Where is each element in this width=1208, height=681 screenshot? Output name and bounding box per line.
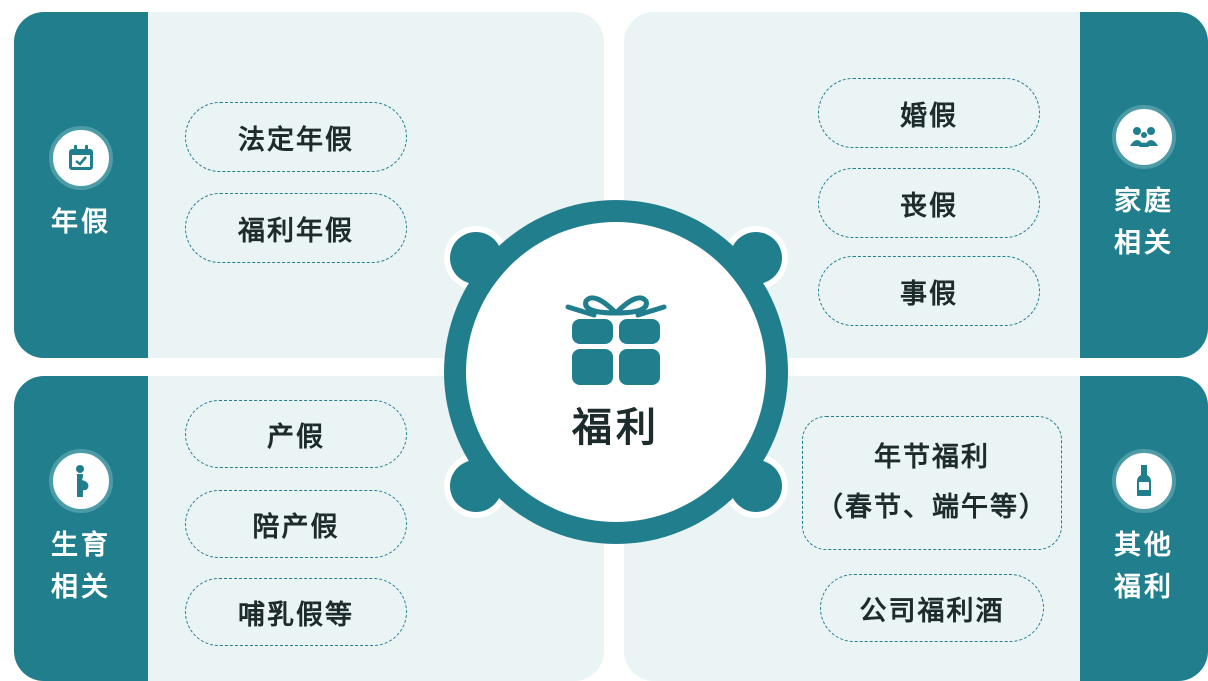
annual-leave-label: 年假 [51, 207, 111, 238]
annual-leave-panel: 年假 法定年假 福利年假 [14, 12, 604, 358]
center-title: 福利 [572, 404, 660, 451]
bottle-icon [1112, 448, 1176, 513]
other-welfare-label-line2: 福利 [1114, 571, 1174, 603]
family-label-line2: 相关 [1114, 228, 1174, 259]
company-liquor-item: 公司福利酒 [820, 574, 1044, 642]
festival-welfare-title: 年节福利 [874, 442, 990, 473]
family-label-line1: 家庭 [1114, 186, 1174, 217]
maternity-label-line2: 相关 [51, 571, 111, 603]
festival-welfare-item: 年节福利 （春节、端午等） [802, 416, 1062, 550]
marriage-leave-item: 婚假 [818, 78, 1040, 148]
family-sidebar: 家庭 相关 [1080, 12, 1208, 358]
welfare-annual-leave-item: 福利年假 [185, 193, 407, 263]
paternity-leave-item: 陪产假 [185, 490, 407, 558]
center-circle: 福利 [466, 222, 766, 522]
family-icon [1112, 105, 1176, 169]
calendar-check-icon [49, 126, 113, 190]
annual-leave-sidebar: 年假 [14, 12, 148, 358]
nursing-leave-item: 哺乳假等 [185, 578, 407, 646]
other-welfare-panel: 其他 福利 年节福利 （春节、端午等） 公司福利酒 [624, 376, 1208, 681]
personal-leave-item: 事假 [818, 256, 1040, 326]
festival-welfare-detail: （春节、端午等） [816, 492, 1048, 523]
pregnant-woman-icon [49, 448, 113, 513]
other-welfare-sidebar: 其他 福利 [1080, 376, 1208, 681]
maternity-label-line1: 生育 [51, 529, 111, 561]
maternity-leave-item: 产假 [185, 400, 407, 468]
maternity-sidebar: 生育 相关 [14, 376, 148, 681]
gift-icon [565, 295, 667, 385]
bereavement-leave-item: 丧假 [818, 168, 1040, 238]
other-welfare-label-line1: 其他 [1114, 529, 1174, 561]
statutory-annual-leave-item: 法定年假 [185, 102, 407, 172]
